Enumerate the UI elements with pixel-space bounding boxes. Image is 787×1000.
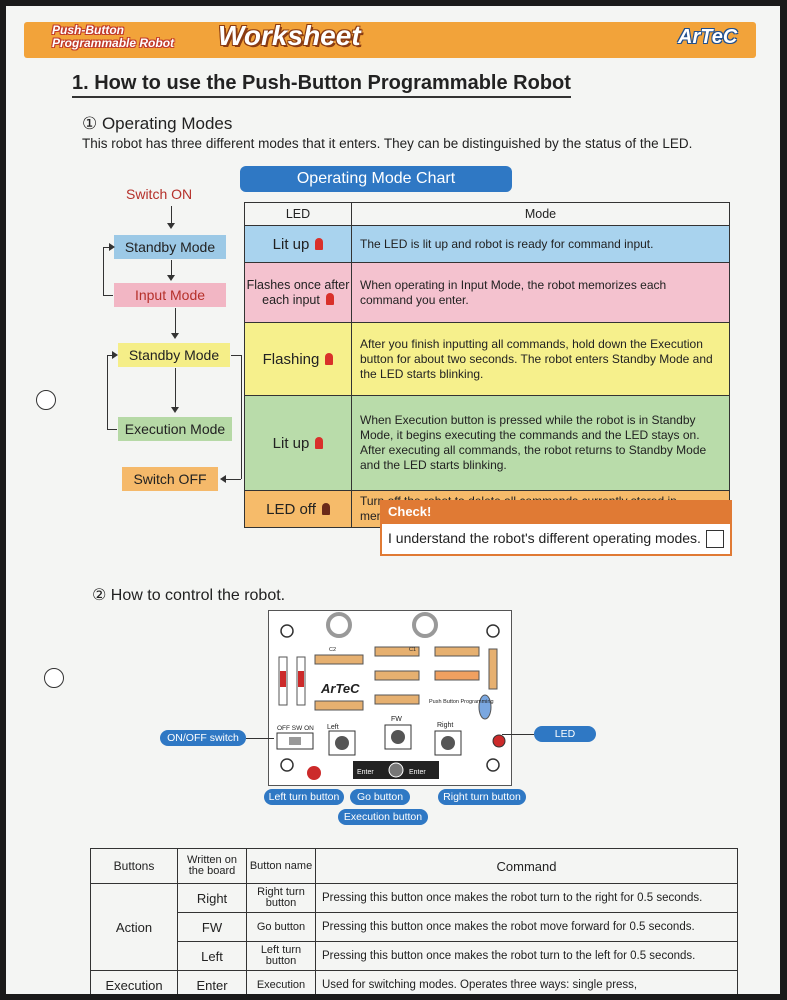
table-row: Flashes once after each input When opera… xyxy=(244,262,730,323)
table-row: Flashing After you finish inputting all … xyxy=(244,322,730,396)
led-status: Flashing xyxy=(244,322,352,396)
brand-name: Push-Button Programmable Robot xyxy=(52,24,174,50)
table-row: Lit up When Execution button is pressed … xyxy=(244,395,730,491)
binder-hole xyxy=(36,390,56,410)
worksheet-title: Worksheet xyxy=(218,20,361,51)
led-status: LED off xyxy=(244,490,352,528)
led-status: Flashes once after each input xyxy=(244,262,352,323)
written-label: Enter xyxy=(177,970,247,994)
mode-description: After you finish inputting all commands,… xyxy=(351,322,730,396)
button-name: Execution xyxy=(246,970,316,994)
led-lamp-icon xyxy=(315,237,324,250)
flow-standby-mode-2: Standby Mode xyxy=(118,343,230,367)
header-command: Command xyxy=(315,848,738,884)
header-led: LED xyxy=(244,202,352,226)
led-status: Lit up xyxy=(244,225,352,263)
led-off-icon xyxy=(321,502,330,515)
button-name: Right turn button xyxy=(246,883,316,913)
svg-text:C2: C2 xyxy=(329,647,336,653)
worksheet-page: Push-Button Programmable Robot Worksheet… xyxy=(6,6,780,994)
group-execution: Execution xyxy=(90,970,178,994)
command-text: Used for switching modes. Operates three… xyxy=(315,970,738,994)
circuit-board-icon: ArTeC Left FW Right Enter Enter OFF SW O… xyxy=(276,612,506,780)
flow-input-mode: Input Mode xyxy=(114,283,226,307)
svg-text:Enter: Enter xyxy=(409,769,426,776)
callout-go-button: Go button xyxy=(350,789,410,805)
mode-description: When operating in Input Mode, the robot … xyxy=(351,262,730,323)
svg-text:OFF SW ON: OFF SW ON xyxy=(277,725,314,732)
svg-text:FW: FW xyxy=(391,716,402,723)
svg-text:Push Button Programming: Push Button Programming xyxy=(429,699,494,705)
check-box: Check! I understand the robot's differen… xyxy=(380,500,732,556)
binder-hole xyxy=(44,668,64,688)
subsection-operating-modes: ① Operating Modes xyxy=(82,114,233,133)
table-row: Left Left turn button Pressing this butt… xyxy=(91,941,738,971)
led-flash-icon xyxy=(325,292,334,305)
mode-description: The LED is lit up and robot is ready for… xyxy=(351,225,730,263)
led-flash-icon xyxy=(325,352,334,365)
svg-text:ArTeC: ArTeC xyxy=(320,681,360,696)
mode-chart-title: Operating Mode Chart xyxy=(240,166,512,192)
buttons-table: Buttons Written on the board Button name… xyxy=(90,848,738,994)
operating-mode-table: LED Mode Lit up The LED is lit up and ro… xyxy=(244,202,730,528)
command-text: Pressing this button once makes the robo… xyxy=(315,912,738,942)
written-label: Right xyxy=(177,883,247,913)
mode-description: When Execution button is pressed while t… xyxy=(351,395,730,491)
table-row: Execution Enter Execution Used for switc… xyxy=(90,970,738,994)
written-label: Left xyxy=(177,941,247,971)
header-mode: Mode xyxy=(351,202,730,226)
table-row: FW Go button Pressing this button once m… xyxy=(91,912,738,942)
button-name: Go button xyxy=(246,912,316,942)
flow-execution-mode: Execution Mode xyxy=(118,417,232,441)
check-label: Check! xyxy=(382,502,730,524)
flow-switch-on: Switch ON xyxy=(126,186,193,202)
artec-logo: ArTeC xyxy=(678,26,738,48)
circuit-board-illustration: ArTeC Left FW Right Enter Enter OFF SW O… xyxy=(268,610,512,786)
svg-text:Left: Left xyxy=(327,724,339,731)
table-row: Action Right Right turn button Pressing … xyxy=(90,883,738,971)
callout-right-turn-button: Right turn button xyxy=(438,789,526,805)
header-button-name: Button name xyxy=(246,848,316,884)
intro-text: This robot has three different modes tha… xyxy=(82,136,693,151)
callout-onoff-switch: ON/OFF switch xyxy=(160,730,246,746)
led-status: Lit up xyxy=(244,395,352,491)
table-row: Lit up The LED is lit up and robot is re… xyxy=(244,225,730,263)
header-written: Written on the board xyxy=(177,848,247,884)
command-text: Pressing this button once makes the robo… xyxy=(315,883,738,913)
subsection-control: ② How to control the robot. xyxy=(92,587,286,604)
flow-standby-mode-1: Standby Mode xyxy=(114,235,226,259)
group-action: Action xyxy=(90,883,178,971)
flow-switch-off: Switch OFF xyxy=(122,467,218,491)
svg-text:C1: C1 xyxy=(409,647,416,653)
brand-line-1: Push-Button xyxy=(52,23,124,37)
command-text: Pressing this button once makes the robo… xyxy=(315,941,738,971)
check-checkbox[interactable] xyxy=(706,530,724,548)
callout-left-turn-button: Left turn button xyxy=(264,789,344,805)
svg-text:Right: Right xyxy=(437,722,453,729)
brand-line-2: Programmable Robot xyxy=(52,36,175,50)
svg-text:Enter: Enter xyxy=(357,769,374,776)
section-title: 1. How to use the Push-Button Programmab… xyxy=(72,72,571,98)
worksheet-header xyxy=(24,22,756,58)
led-lamp-icon xyxy=(315,436,324,449)
button-name: Left turn button xyxy=(246,941,316,971)
callout-led: LED xyxy=(534,726,596,742)
check-text: I understand the robot's different opera… xyxy=(388,530,701,546)
callout-execution-button: Execution button xyxy=(338,809,428,825)
header-buttons: Buttons xyxy=(90,848,178,884)
written-label: FW xyxy=(177,912,247,942)
